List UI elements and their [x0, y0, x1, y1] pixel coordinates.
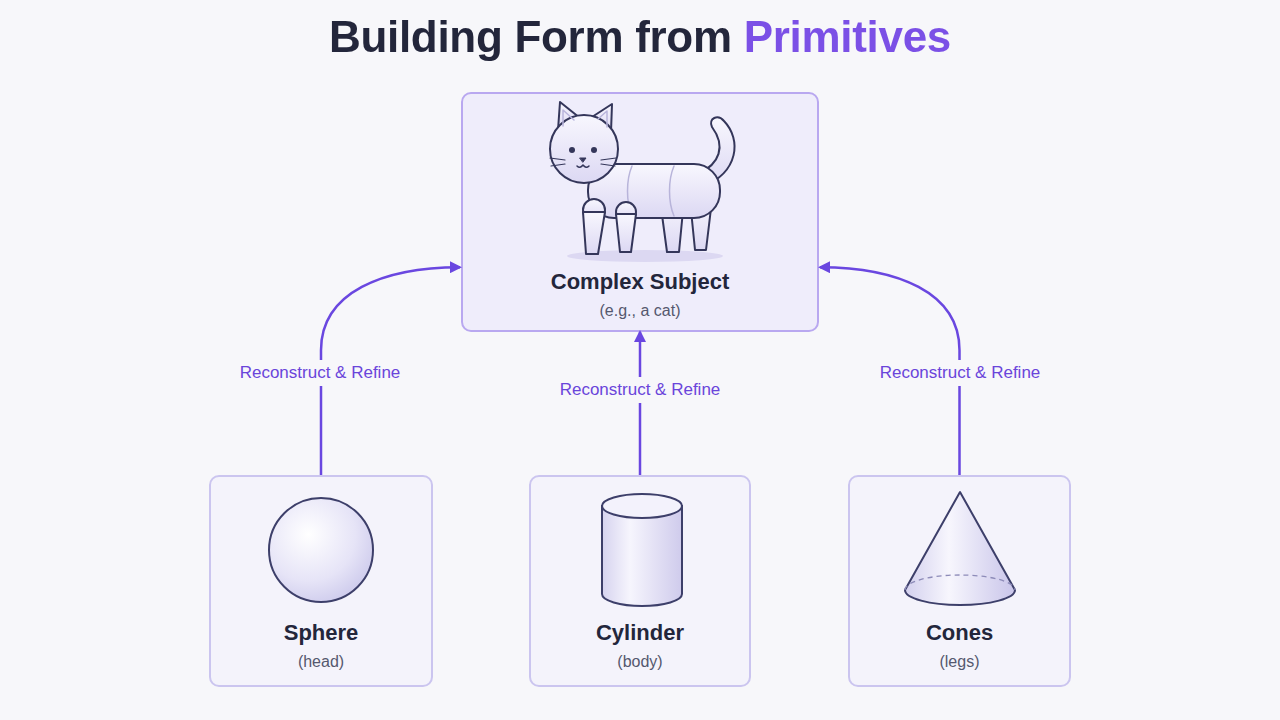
cat-body: [588, 164, 720, 218]
cone-hidden-edge: [905, 575, 1015, 590]
cat-eye: [569, 147, 575, 153]
inner-ear: [598, 111, 607, 127]
cat-leg: [616, 214, 636, 252]
cat-leg: [583, 212, 605, 254]
cat-joint: [616, 202, 636, 222]
cylinder-side: [602, 506, 682, 606]
ground-shadow: [567, 250, 723, 262]
connector-arrow: [321, 267, 460, 475]
cone-side: [905, 492, 1015, 605]
cat-whiskers: [550, 158, 616, 166]
cylinder-primitive: [602, 494, 682, 606]
cat-ear: [592, 104, 612, 132]
edge-label: Reconstruct & Refine: [875, 360, 1046, 386]
primitive-box: Cones (legs): [848, 475, 1071, 687]
node-heading: Cones: [850, 619, 1069, 647]
cat-mouth: [577, 165, 589, 167]
cat-leg: [690, 200, 712, 250]
edge-label: Reconstruct & Refine: [555, 377, 726, 403]
cat-eye: [591, 147, 597, 153]
node-subtext: (legs): [850, 651, 1069, 673]
body-segment-line: [628, 166, 633, 216]
subject-box: Complex Subject (e.g., a cat): [461, 92, 819, 332]
cat-ear: [558, 102, 580, 130]
node-subtext: (head): [211, 651, 431, 673]
cat-illustration: [550, 102, 735, 262]
cat-nose: [580, 158, 586, 162]
node-subtext: (e.g., a cat): [463, 300, 817, 322]
diagram-title: Building Form from Primitives: [329, 12, 951, 62]
cylinder-top: [602, 494, 682, 518]
primitive-box: Sphere (head): [209, 475, 433, 687]
node-subtext: (body): [531, 651, 749, 673]
node-heading: Sphere: [211, 619, 431, 647]
node-heading: Complex Subject: [463, 268, 817, 296]
connector-arrow: [820, 267, 960, 475]
cat-tail: [698, 117, 735, 186]
sphere-primitive: [269, 498, 373, 602]
cat-leg: [660, 200, 684, 252]
connector-arrow: [639, 332, 642, 475]
cat-head: [550, 115, 618, 183]
edge-label: Reconstruct & Refine: [235, 360, 406, 386]
title-row: Building Form from Primitives: [0, 12, 1280, 62]
node-heading: Cylinder: [531, 619, 749, 647]
body-segment-line: [670, 166, 675, 216]
primitive-box: Cylinder (body): [529, 475, 751, 687]
cone-primitive: [905, 492, 1015, 605]
cat-joint: [583, 199, 605, 221]
inner-ear: [563, 110, 574, 126]
